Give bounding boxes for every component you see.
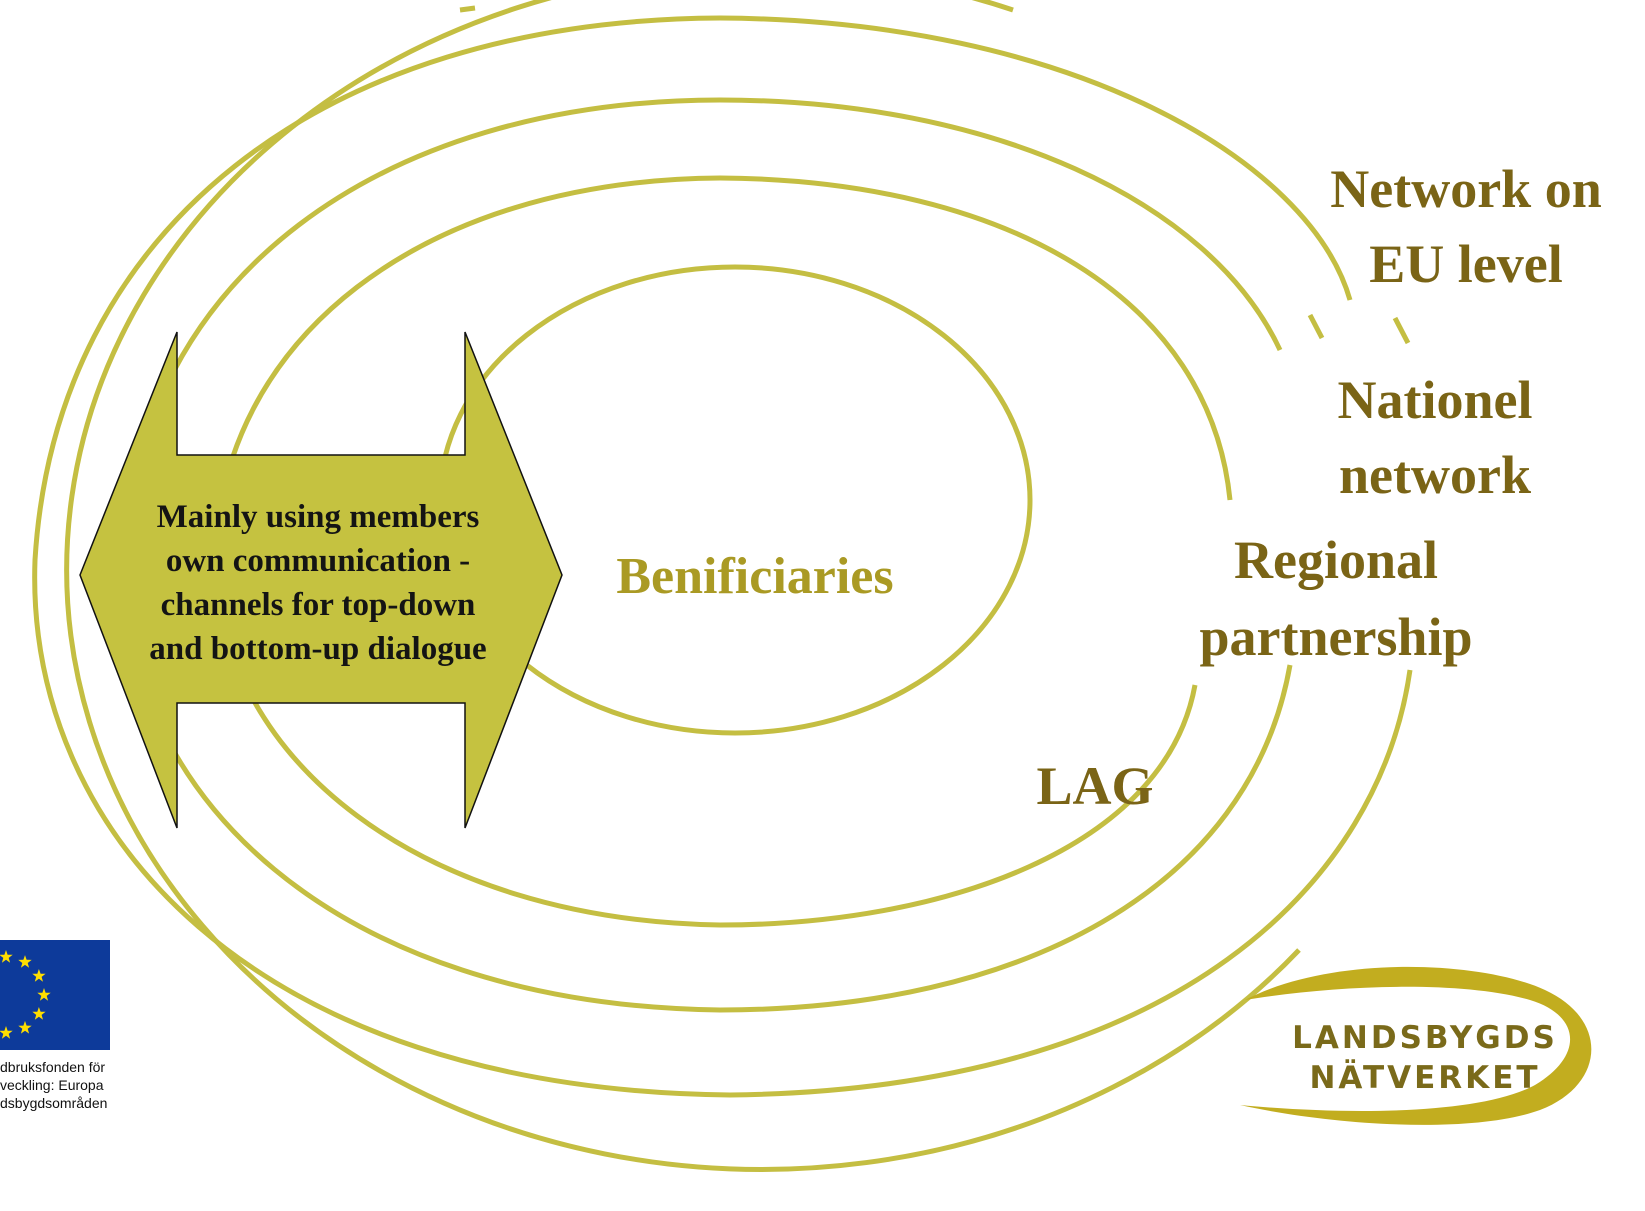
eu-star-icon	[32, 969, 46, 982]
landsbygdsnatverket-logo: LANDSBYGDS NÄTVERKET	[1240, 966, 1592, 1125]
label-national-line-1: Nationel	[1338, 370, 1533, 430]
dialogue-arrow: Mainly using members own communication -…	[79, 331, 563, 829]
eu-caption-line-3: dsbygdsområden	[0, 1095, 107, 1111]
ring-national	[32, 15, 1413, 1098]
eu-caption-line-1: dbruksfonden för	[0, 1059, 105, 1075]
ring-eu-level-top-segment	[459, 5, 476, 13]
eu-stars	[0, 950, 51, 1039]
eu-star-icon	[0, 1026, 13, 1039]
eu-star-icon	[37, 988, 51, 1001]
eu-flag	[0, 940, 110, 1050]
label-eu-line-1: Network on	[1330, 159, 1601, 219]
label-regional-line-2: partnership	[1199, 607, 1472, 667]
arrow-line-3: channels for top-down	[161, 587, 476, 623]
eu-star-icon	[32, 1007, 46, 1020]
label-beneficiaries: Benificiaries	[616, 548, 893, 605]
eu-emblem: dbruksfonden för veckling: Europa dsbygd…	[0, 940, 110, 1111]
label-regional-line-1: Regional	[1234, 530, 1438, 590]
label-eu-line-2: EU level	[1369, 234, 1562, 294]
double-arrow-shape	[79, 331, 563, 829]
logo-line-1: LANDSBYGDS	[1292, 1020, 1558, 1056]
arrow-line-2: own communication -	[166, 543, 470, 579]
label-lag: LAG	[1036, 756, 1153, 816]
arrow-line-1: Mainly using members	[157, 499, 480, 535]
ring-national-fragment	[1307, 313, 1325, 340]
ring-labels: Network on EU level Nationel network Reg…	[616, 159, 1601, 816]
logo-swoosh	[1240, 966, 1592, 1125]
eu-caption-line-2: veckling: Europa	[0, 1077, 104, 1093]
ring-eu-fragment	[1392, 316, 1411, 345]
arrow-line-4: and bottom-up dialogue	[149, 631, 486, 667]
ring-eu-level	[64, 0, 1301, 1172]
eu-star-icon	[18, 1020, 32, 1034]
eu-star-icon	[0, 950, 13, 963]
logo-line-2: NÄTVERKET	[1309, 1060, 1540, 1096]
label-national-line-2: network	[1339, 445, 1531, 505]
eu-star-icon	[18, 955, 32, 968]
